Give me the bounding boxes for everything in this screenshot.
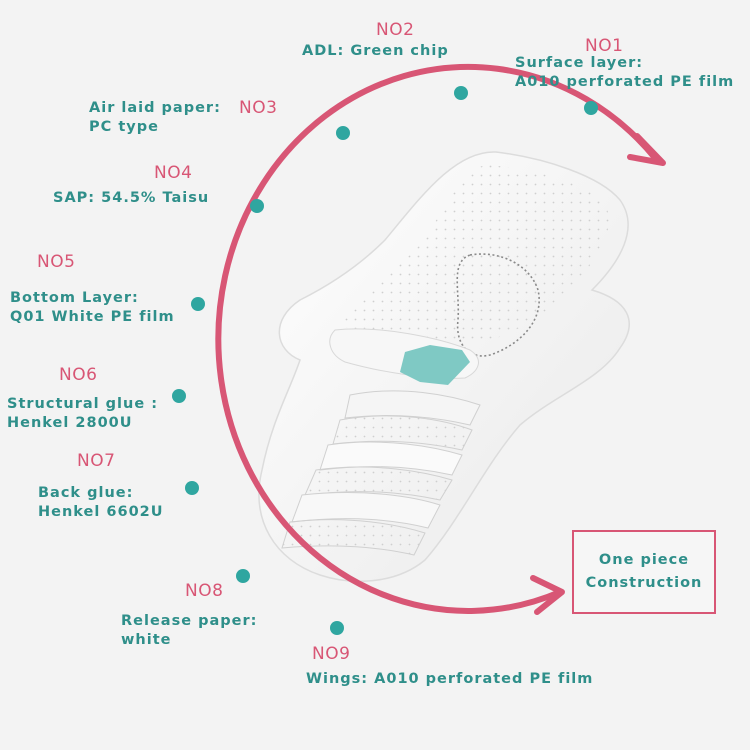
layer-description-line: Wings: A010 perforated PE film xyxy=(306,671,594,687)
construction-line-1: One piece xyxy=(598,552,690,568)
layer-description-line: ADL: Green chip xyxy=(302,43,449,59)
layer-number-no6: NO6 xyxy=(59,365,98,385)
layer-description-no9: Wings: A010 perforated PE film xyxy=(306,670,593,689)
layer-description-no2: ADL: Green chip xyxy=(302,42,449,61)
pad-adl-chip xyxy=(400,345,470,385)
construction-line-2: Construction xyxy=(585,575,703,591)
layer-description-no6: Structural glue : Henkel 2800U xyxy=(7,395,158,433)
pad-layer-stack xyxy=(281,390,481,556)
layer-description-no4: SAP: 54.5% Taisu xyxy=(53,189,209,208)
layer-description-line: Q01 White PE film xyxy=(10,309,175,325)
construction-callout-box: One piece Construction xyxy=(572,530,716,614)
layer-description-line: Henkel 6602U xyxy=(38,504,164,520)
layer-dots xyxy=(172,86,598,635)
layer-number-no2: NO2 xyxy=(376,20,415,40)
layer-number-no7: NO7 xyxy=(77,451,116,471)
layer-description-line: PC type xyxy=(89,119,159,135)
layer-number-no3: NO3 xyxy=(239,98,278,118)
layer-description-line: Release paper: xyxy=(121,613,258,629)
layer-description-no8: Release paper: white xyxy=(121,612,257,650)
dot-no2 xyxy=(454,86,468,100)
layer-number-no4: NO4 xyxy=(154,163,193,183)
dot-no1 xyxy=(584,101,598,115)
dot-no8 xyxy=(236,569,250,583)
layer-description-no5: Bottom Layer: Q01 White PE film xyxy=(10,289,175,327)
arc-line xyxy=(215,63,658,614)
layer-description-line: Henkel 2800U xyxy=(7,415,133,431)
pad-top-surface xyxy=(340,164,609,347)
layer-description-line: Bottom Layer: xyxy=(10,290,139,306)
layer-description-no3: Air laid paper: PC type xyxy=(89,99,221,137)
layer-description-line: Structural glue : xyxy=(7,396,159,412)
arc-arrowhead-top xyxy=(627,133,666,166)
layer-description-line: Air laid paper: xyxy=(89,100,221,116)
layer-number-no1: NO1 xyxy=(585,36,624,56)
layer-description-line: SAP: 54.5% Taisu xyxy=(53,190,210,206)
dot-no4 xyxy=(250,199,264,213)
dot-no7 xyxy=(185,481,199,495)
dot-no6 xyxy=(172,389,186,403)
layer-number-no8: NO8 xyxy=(185,581,224,601)
dot-no3 xyxy=(336,126,350,140)
layer-description-no7: Back glue: Henkel 6602U xyxy=(38,484,164,522)
dot-no9 xyxy=(330,621,344,635)
layer-description-line: Back glue: xyxy=(38,485,134,501)
layer-description-line: Surface layer: xyxy=(515,55,644,71)
layer-description-no1: Surface layer: A010 perforated PE film xyxy=(515,54,734,92)
layer-number-no9: NO9 xyxy=(312,644,351,664)
layer-arc xyxy=(215,63,666,615)
sanitary-pad-illustration xyxy=(258,151,630,582)
layer-description-line: A010 perforated PE film xyxy=(515,74,735,90)
layer-description-line: white xyxy=(121,632,172,648)
dot-no5 xyxy=(191,297,205,311)
layer-number-no5: NO5 xyxy=(37,252,76,272)
pad-stitch-line xyxy=(456,253,540,357)
arc-arrowhead-bottom xyxy=(530,575,565,615)
